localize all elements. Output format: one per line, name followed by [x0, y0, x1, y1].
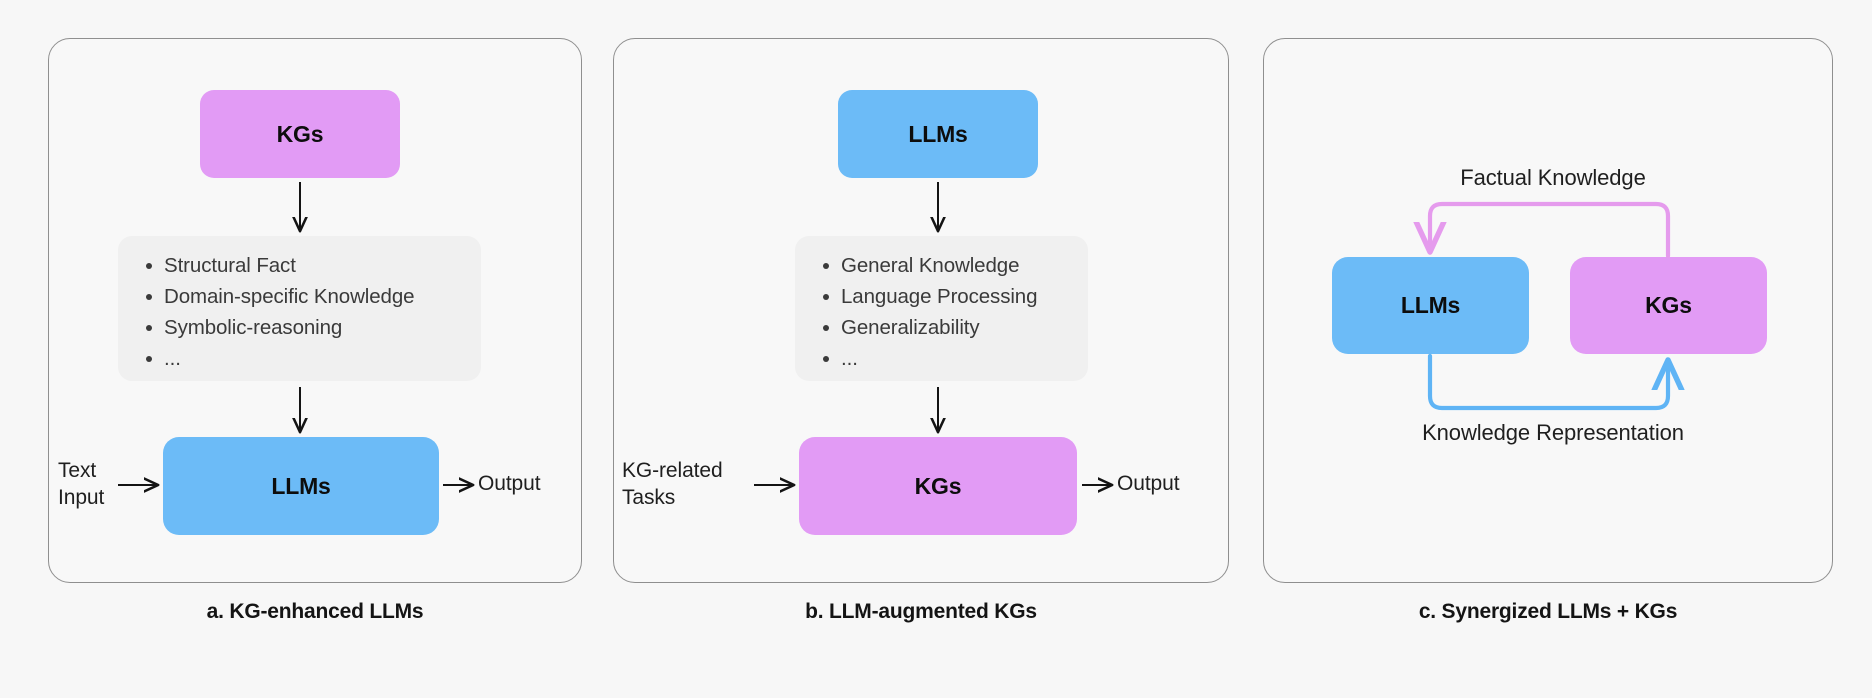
list-item: Structural Fact [146, 250, 459, 281]
output-label-panel-a: Output [478, 472, 541, 495]
input-label-line2: Input [58, 486, 105, 509]
caption-panel-b: b. LLM-augmented KGs [805, 600, 1037, 623]
input-label-panel-b: KG-related Tasks [622, 457, 723, 511]
input-label-line2: Tasks [622, 486, 676, 509]
edge-label-knowledge-representation: Knowledge Representation [1422, 420, 1684, 445]
input-label-line1: Text [58, 459, 97, 482]
list-item: ... [146, 343, 459, 374]
list-item: ... [823, 343, 1066, 374]
node-kgs-panel-c: KGs [1570, 257, 1767, 354]
bullet-card-panel-b: General Knowledge Language Processing Ge… [795, 236, 1088, 381]
node-llms-panel-a: LLMs [163, 437, 439, 535]
output-label-panel-b: Output [1117, 472, 1180, 495]
edge-label-factual-knowledge: Factual Knowledge [1460, 165, 1646, 190]
list-item: Domain-specific Knowledge [146, 281, 459, 312]
node-llms-panel-c: LLMs [1332, 257, 1529, 354]
input-label-line1: KG-related [622, 459, 723, 482]
input-label-panel-a: Text Input [58, 457, 104, 511]
list-item: Generalizability [823, 312, 1066, 343]
node-kgs-panel-a: KGs [200, 90, 400, 178]
bullet-card-panel-a: Structural Fact Domain-specific Knowledg… [118, 236, 481, 381]
caption-panel-c: c. Synergized LLMs + KGs [1418, 600, 1678, 623]
list-item: General Knowledge [823, 250, 1066, 281]
node-kgs-panel-b: KGs [799, 437, 1077, 535]
node-llms-panel-b: LLMs [838, 90, 1038, 178]
bullet-list-panel-b: General Knowledge Language Processing Ge… [815, 250, 1066, 374]
caption-panel-a: a. KG-enhanced LLMs [206, 600, 424, 623]
list-item: Language Processing [823, 281, 1066, 312]
bullet-list-panel-a: Structural Fact Domain-specific Knowledg… [138, 250, 459, 374]
list-item: Symbolic-reasoning [146, 312, 459, 343]
